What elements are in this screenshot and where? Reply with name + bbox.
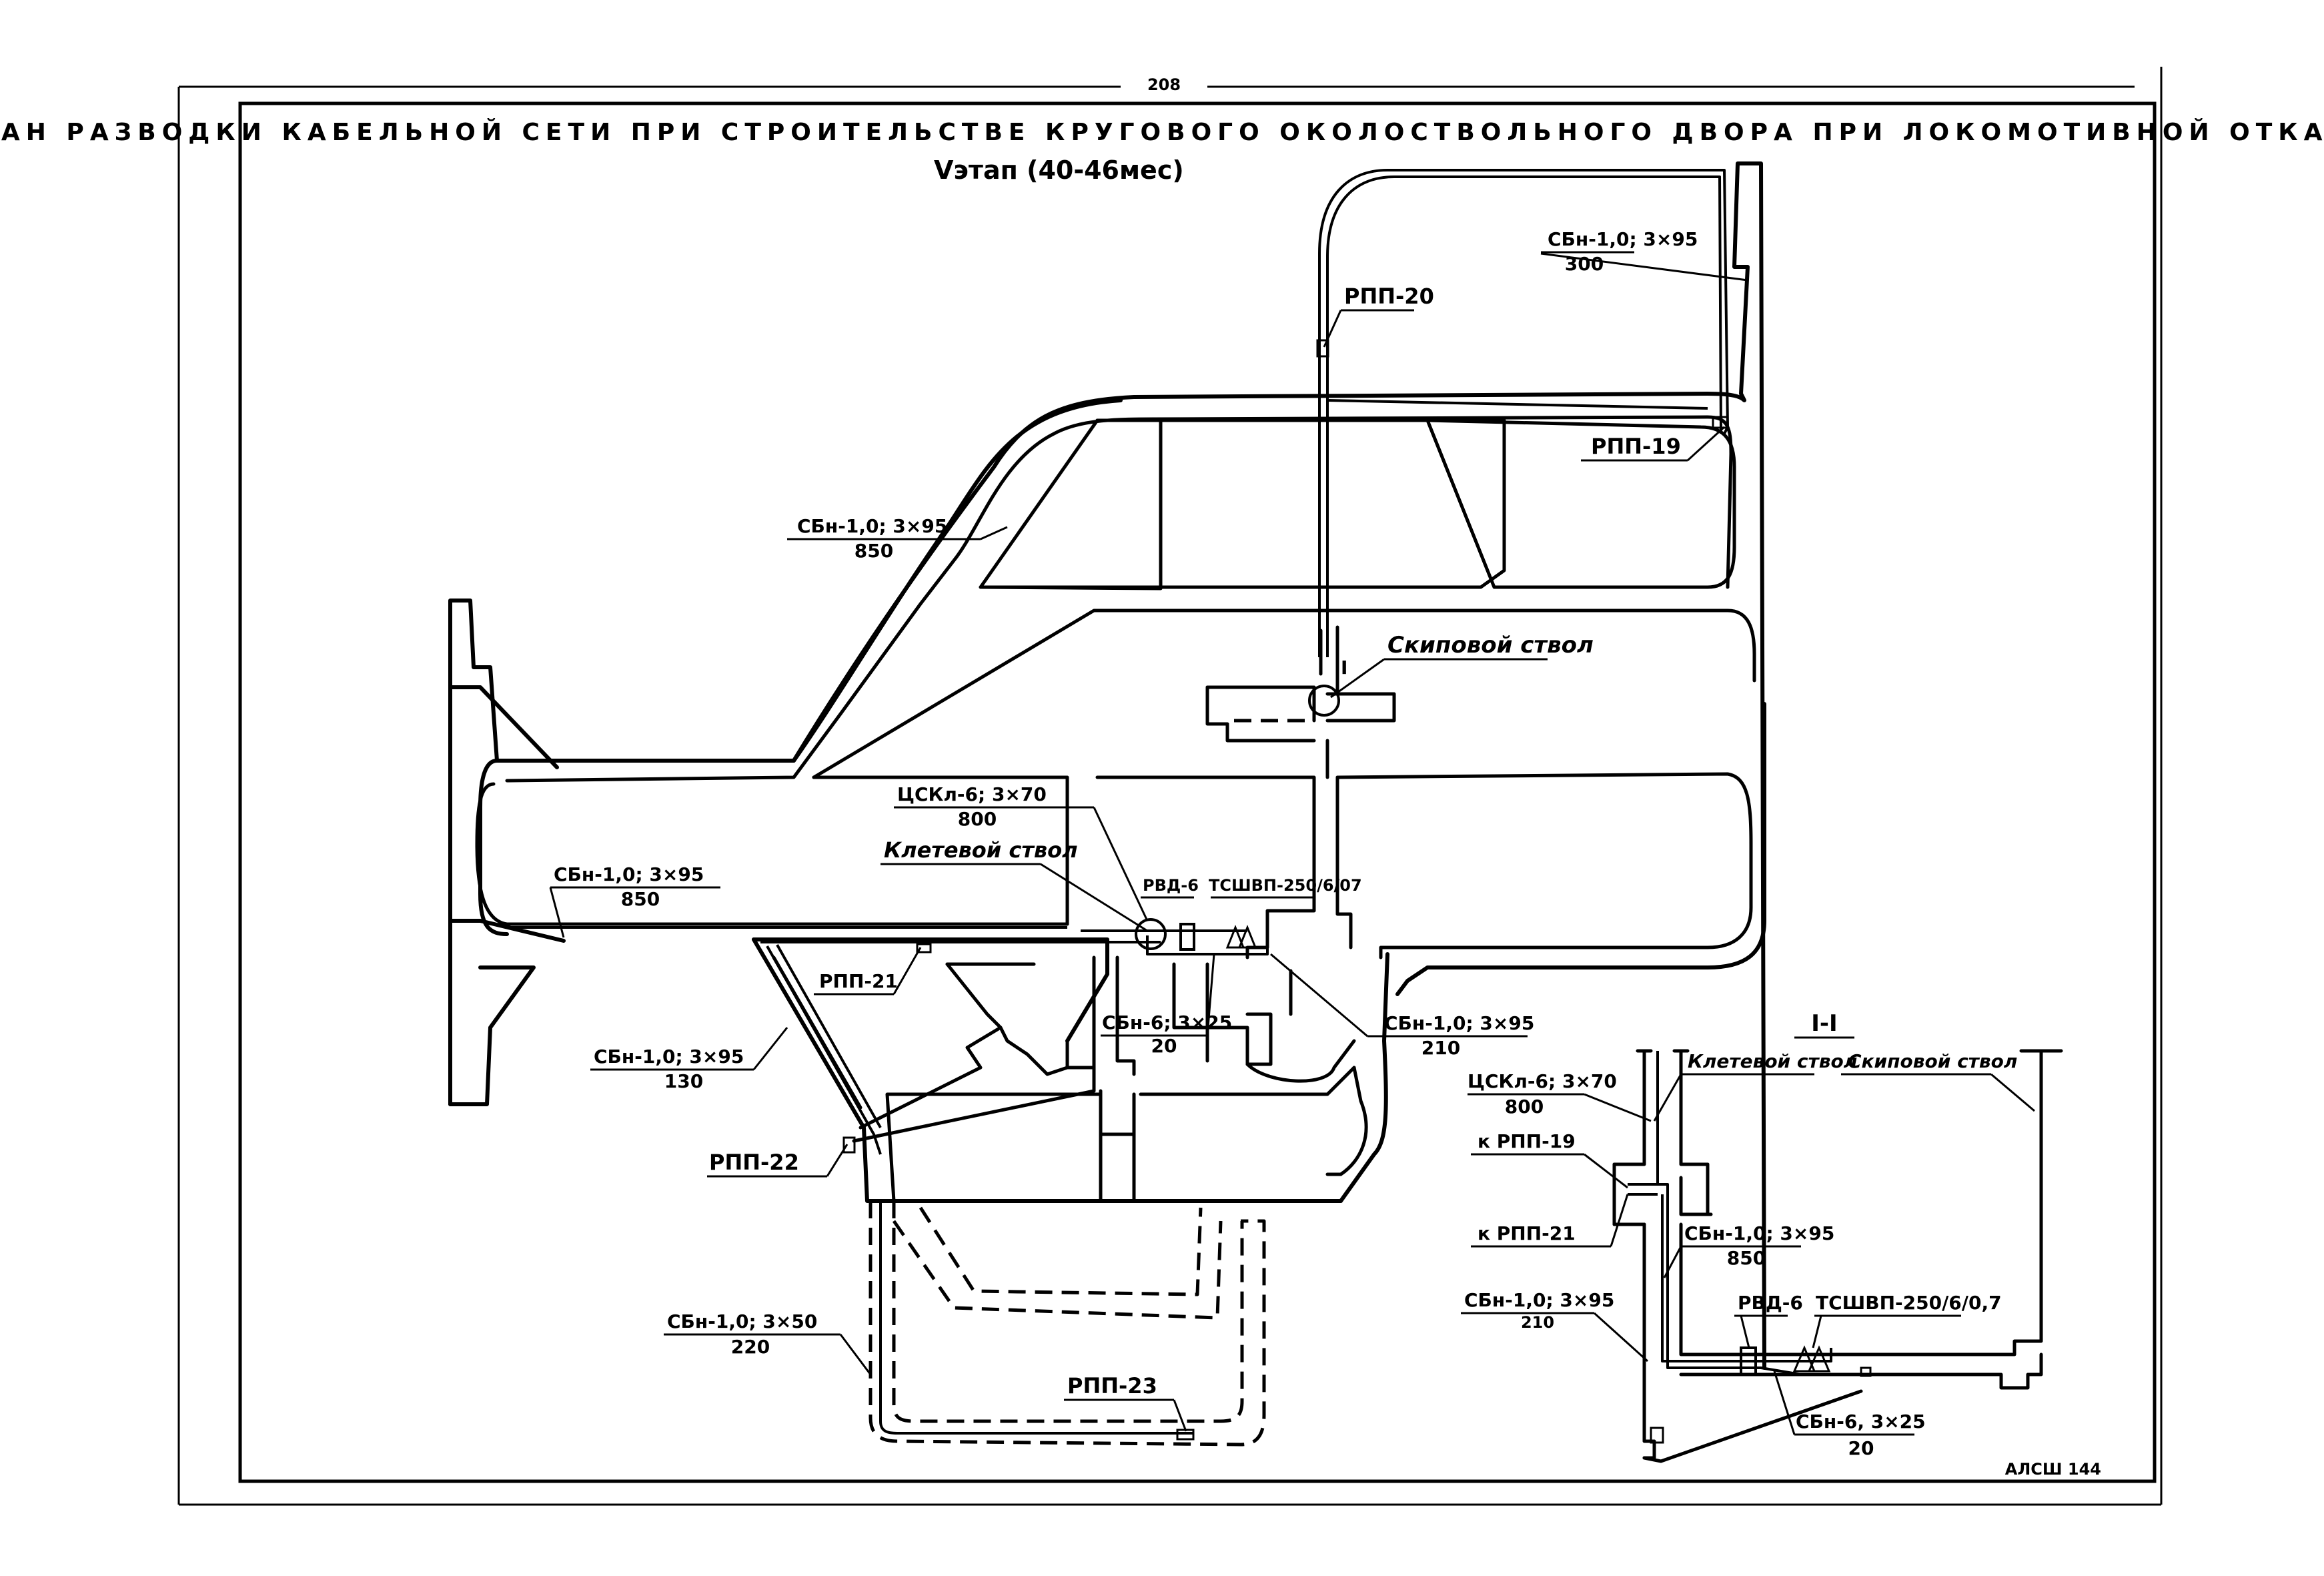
section-cable-850-length: 850 (1727, 1247, 1766, 1269)
sheet-frame (177, 67, 2163, 1506)
cable-sbn6-name: СБн-6; 3×25 (1102, 1012, 1232, 1034)
sheet-code: АЛСШ 144 (2005, 1460, 2101, 1479)
cable-220-name: СБн-1,0; 3×50 (667, 1310, 817, 1332)
section-rvd6-label: РВД-6 (1738, 1292, 1803, 1314)
section-cable-210-name: СБн-1,0; 3×95 (1464, 1289, 1614, 1311)
planned-drifts-dashed (868, 1201, 1266, 1447)
cage-shaft-symbol (1135, 918, 1167, 950)
to-rpp21-label: к РПП-21 (1478, 1222, 1576, 1244)
rpp22-label: РПП-22 (709, 1150, 799, 1175)
rpp21-symbol (916, 943, 932, 953)
cable-right-mid-name: СБн-1,0; 3×95 (1384, 1012, 1534, 1034)
skip-shaft-label: Скиповой ствол (1387, 632, 1594, 659)
section-cable-csk-length: 800 (1505, 1096, 1544, 1118)
rpp20-label: РПП-20 (1344, 284, 1434, 309)
section-mark-plan: I (1341, 657, 1347, 679)
skip-shaft-symbol (1308, 685, 1340, 717)
cable-130-length: 130 (664, 1070, 703, 1092)
cable-top-right-length: 300 (1565, 253, 1604, 275)
cable-220-length: 220 (731, 1336, 770, 1358)
to-rpp19-label: к РПП-19 (1478, 1130, 1576, 1152)
rpp23-label: РПП-23 (1067, 1373, 1157, 1399)
cable-sbn6-length: 20 (1151, 1035, 1177, 1057)
plan-labels: СБн-1,0; 3×95 300 РПП-20 РПП-19 СБн-1,0;… (554, 228, 1698, 1399)
section-cable-csk-name: ЦСКл-6; 3×70 (1468, 1070, 1617, 1092)
rpp21-label: РПП-21 (819, 970, 898, 992)
tsshvp-label: ТСШВП-250/6/07 (1209, 876, 1362, 895)
page-number: 208 (1147, 75, 1181, 94)
rpp22-symbol (842, 1136, 856, 1154)
equipment-symbols (842, 339, 1729, 1441)
rvd6-symbol (1179, 923, 1195, 951)
section-cable-850-name: СБн-1,0; 3×95 (1684, 1222, 1834, 1244)
drawing-subtitle: Ⅴэтап (40-46мес) (934, 155, 1184, 185)
cable-right-mid-length: 210 (1421, 1037, 1460, 1059)
section-view: I-I (1461, 1010, 2063, 1463)
section-tsshvp-label: ТСШВП-250/6/0,7 (1816, 1292, 2002, 1314)
section-cage-shaft-label: Клетевой ствол (1688, 1050, 1857, 1072)
cable-upper-left-name: СБн-1,0; 3×95 (797, 515, 947, 537)
cage-shaft-label: Клетевой ствол (884, 837, 1078, 863)
plan-walls (448, 161, 1766, 1370)
cable-130-name: СБн-1,0; 3×95 (594, 1046, 744, 1068)
leader-lines (549, 251, 1748, 1432)
transformer-symbol (1225, 924, 1257, 949)
drawing-title: ПЛАН РАЗВОДКИ КАБЕЛЬНОЙ СЕТИ ПРИ СТРОИТЕ… (0, 118, 2324, 146)
rpp19-symbol (1712, 416, 1729, 429)
section-skip-shaft-label: Скиповой ствол (1848, 1050, 2017, 1072)
section-transformer-symbol (1792, 1345, 1831, 1372)
cable-top-right-name: СБн-1,0; 3×95 (1548, 228, 1698, 250)
section-cable-sbn6-name: СБн-6, 3×25 (1796, 1411, 1926, 1433)
section-cable-sbn6-length: 20 (1848, 1437, 1874, 1459)
cable-csk-name: ЦСКл-6; 3×70 (897, 783, 1047, 805)
cable-upper-left-length: 850 (854, 540, 893, 562)
section-title: I-I (1811, 1010, 1837, 1037)
rpp19-label: РПП-19 (1591, 434, 1681, 459)
cable-csk-length: 800 (958, 808, 997, 830)
rvd6-label: РВД-6 (1143, 876, 1199, 895)
cable-left-name: СБн-1,0; 3×95 (554, 863, 704, 885)
cable-left-length: 850 (621, 888, 660, 910)
section-cable-210-length: 210 (1521, 1313, 1554, 1332)
rpp20-symbol (1316, 339, 1329, 358)
cable-routes (507, 169, 1729, 1435)
